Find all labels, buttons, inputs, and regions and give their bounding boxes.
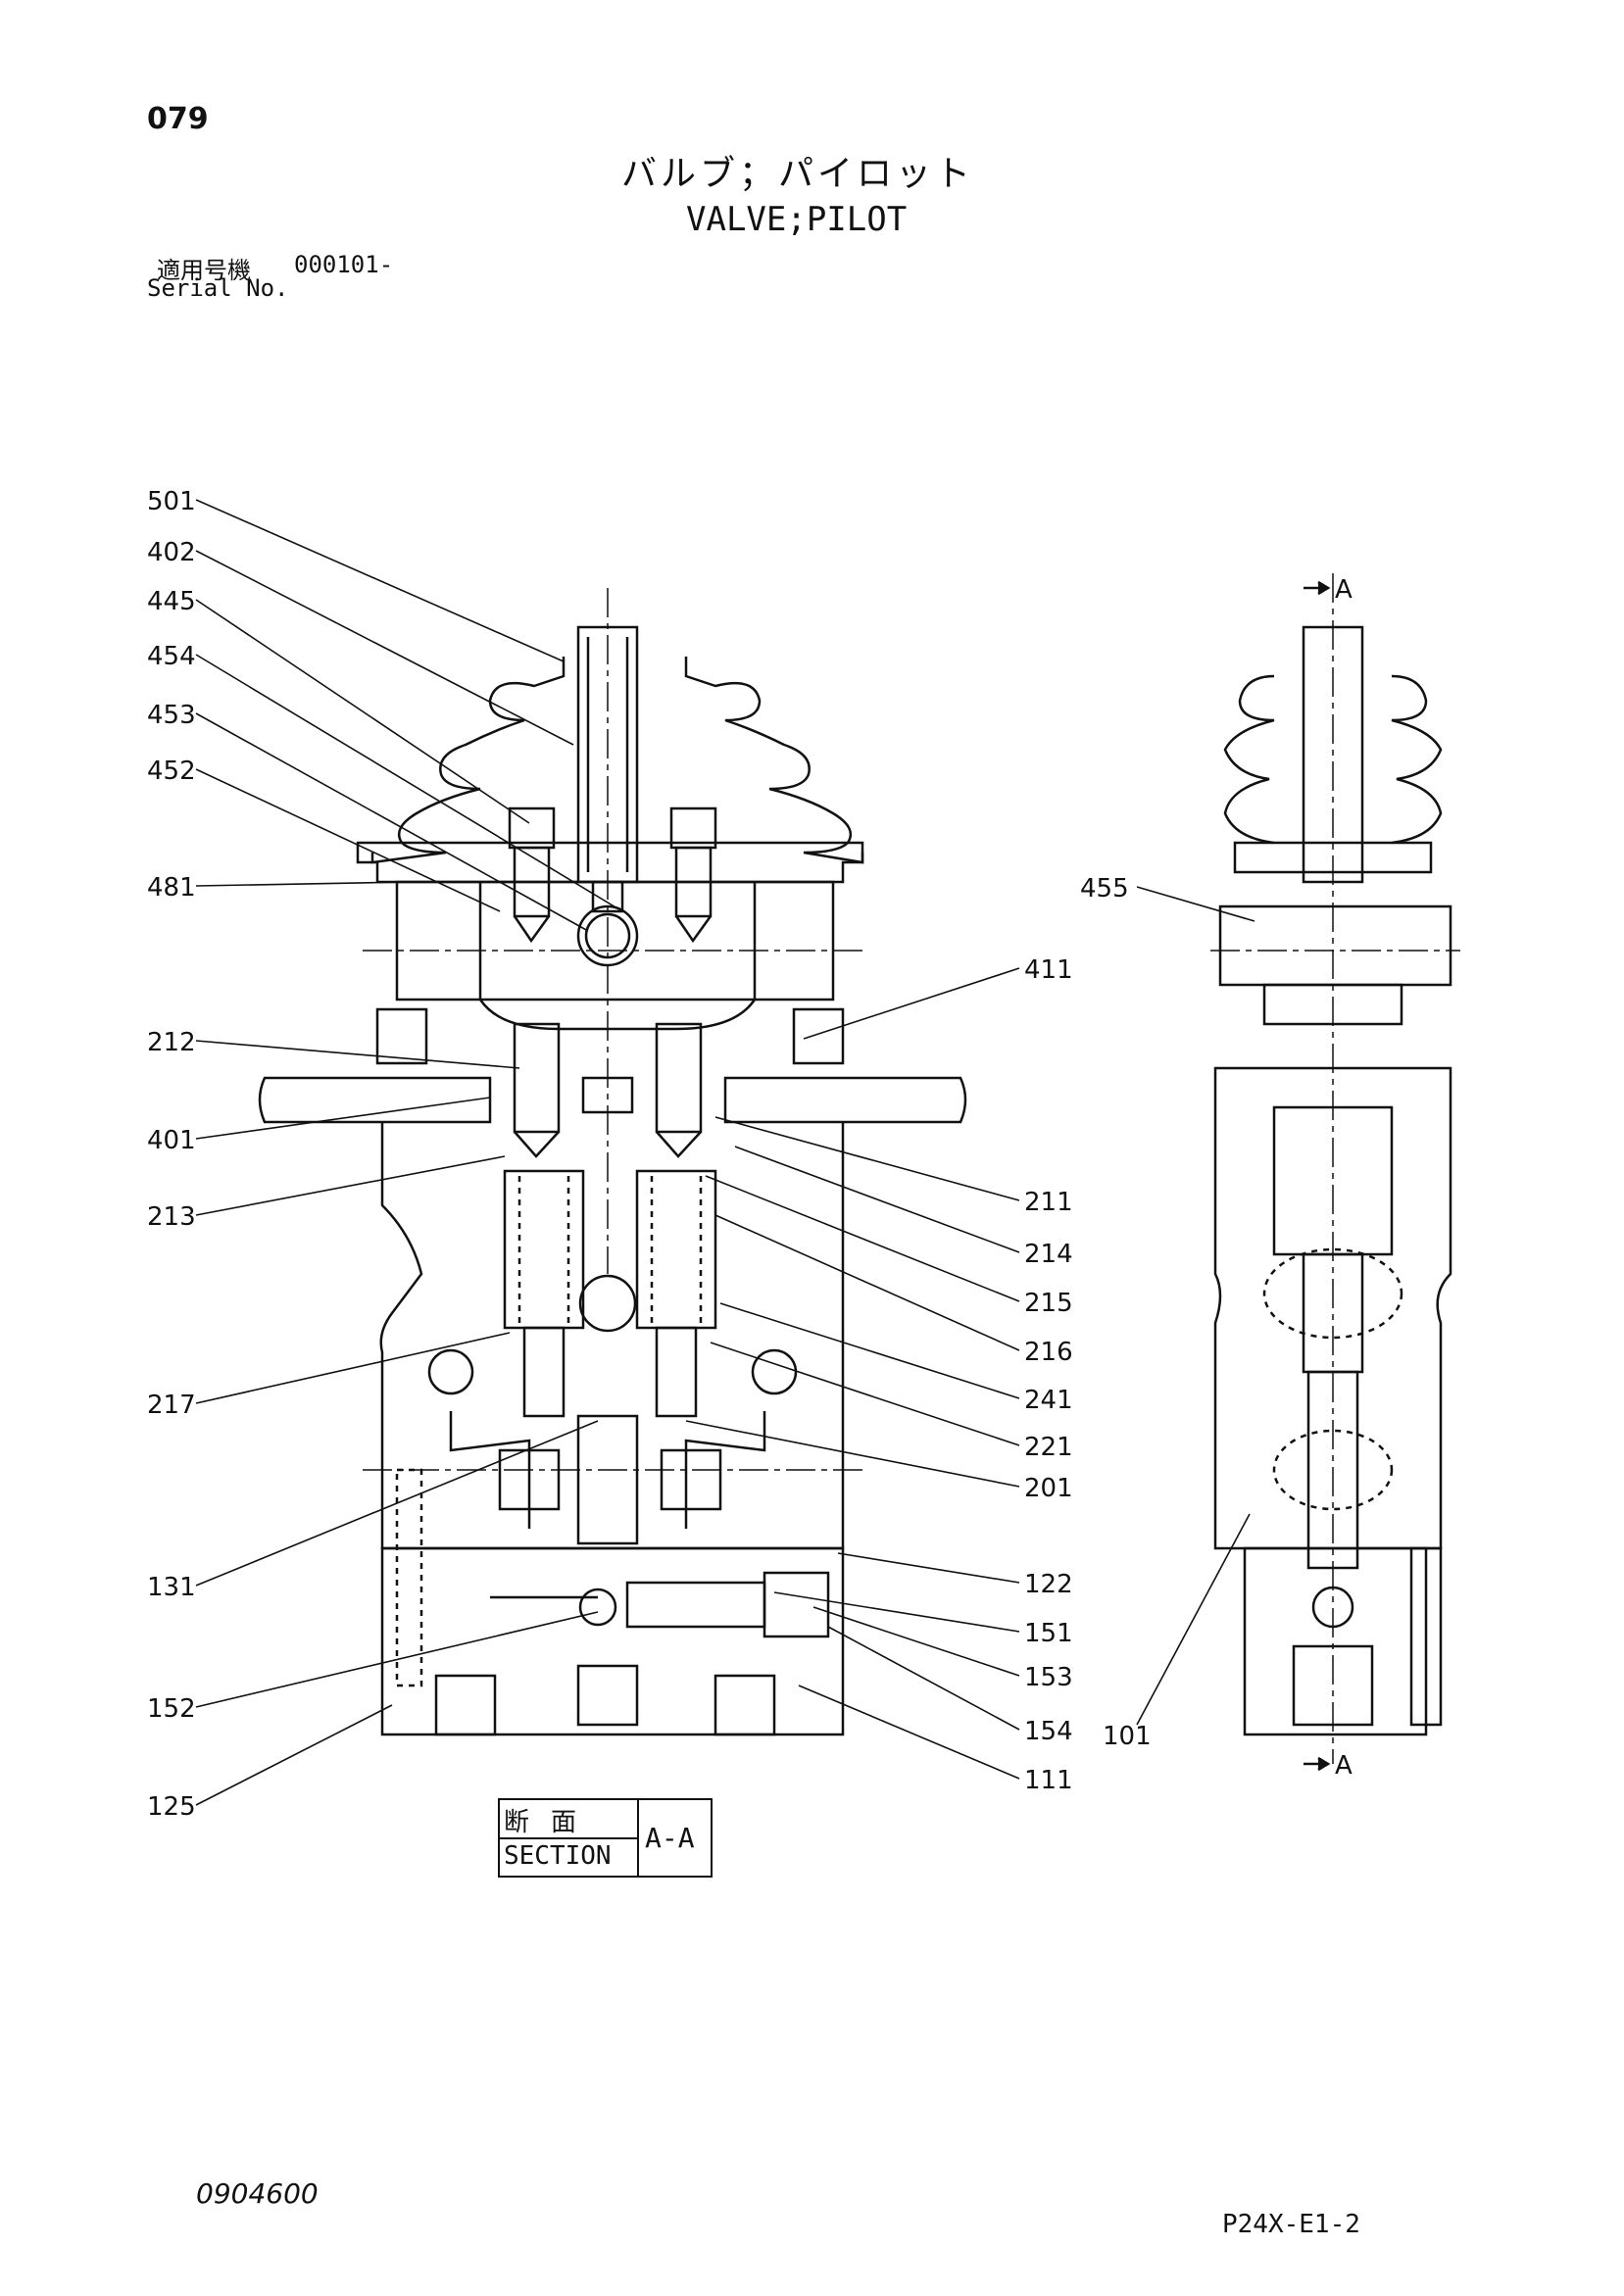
title-english: VALVE;PILOT: [686, 200, 908, 239]
part-label-216: 216: [1024, 1338, 1073, 1367]
bellows-boot: [370, 657, 566, 864]
part-labels-left: 501 402 445 454 453 452 481 212 401 213 …: [147, 487, 196, 1822]
flange-401: [258, 1076, 492, 1124]
part-label-215: 215: [1024, 1289, 1073, 1318]
part-label-411: 411: [1024, 955, 1073, 985]
part-label-241: 241: [1024, 1386, 1073, 1415]
side-base: [1243, 1546, 1428, 1736]
part-labels-right: 411 211 214 215 216 241 221 201 122 151 …: [1024, 955, 1073, 1795]
part-label-211: 211: [1024, 1188, 1073, 1217]
part-label-214: 214: [1024, 1240, 1073, 1269]
part-label-501: 501: [147, 487, 196, 516]
part-label-111: 111: [1024, 1766, 1073, 1795]
part-label-122: 122: [1024, 1570, 1073, 1599]
part-label-201: 201: [1024, 1474, 1073, 1503]
side-shaft: [1302, 625, 1364, 884]
document-id: 0904600: [196, 2177, 319, 2210]
spool-right: [635, 1169, 717, 1330]
section-label-english: SECTION: [504, 1841, 612, 1871]
part-label-151: 151: [1024, 1619, 1073, 1648]
section-marker-top: A: [1335, 575, 1353, 605]
pusher-left: [513, 1022, 561, 1134]
part-label-213: 213: [147, 1202, 196, 1232]
part-label-221: 221: [1024, 1433, 1073, 1462]
part-label-154: 154: [1024, 1717, 1073, 1746]
pusher-right: [655, 1022, 703, 1134]
part-label-217: 217: [147, 1391, 196, 1420]
part-label-131: 131: [147, 1573, 196, 1602]
serial-label-english: Serial No.: [147, 274, 289, 302]
sheet-id: P24X-E1-2: [1222, 2210, 1360, 2239]
part-label-401: 401: [147, 1126, 196, 1155]
side-cam: [1218, 904, 1452, 987]
serial-number-value: 000101-: [294, 251, 394, 278]
part-label-153: 153: [1024, 1663, 1073, 1692]
part-label-101: 101: [1103, 1722, 1152, 1751]
base-plate: [380, 1546, 845, 1736]
section-label-box: 断面 SECTION A-A: [498, 1798, 713, 1878]
section-divider: [500, 1837, 637, 1839]
section-label-japanese: 断面: [504, 1808, 599, 1837]
part-labels-side: 455 101: [1080, 874, 1152, 1751]
valve-casing: [379, 1122, 845, 1550]
part-label-402: 402: [147, 538, 196, 567]
section-marker-bottom: A: [1335, 1751, 1353, 1781]
serial-label-japanese: 適用号機: [157, 257, 251, 284]
part-label-481: 481: [147, 873, 196, 903]
part-label-454: 454: [147, 642, 196, 671]
part-label-125: 125: [147, 1792, 196, 1822]
section-vertical-divider: [637, 1800, 639, 1876]
part-label-212: 212: [147, 1028, 196, 1057]
part-label-452: 452: [147, 757, 196, 786]
page-number: 079: [147, 102, 209, 136]
section-view-id: A-A: [645, 1822, 695, 1854]
part-label-455: 455: [1080, 874, 1129, 904]
spool-left: [503, 1169, 585, 1330]
title-japanese: バルブ；パイロット: [621, 154, 975, 194]
part-label-152: 152: [147, 1694, 196, 1724]
part-label-453: 453: [147, 701, 196, 730]
part-label-445: 445: [147, 587, 196, 616]
